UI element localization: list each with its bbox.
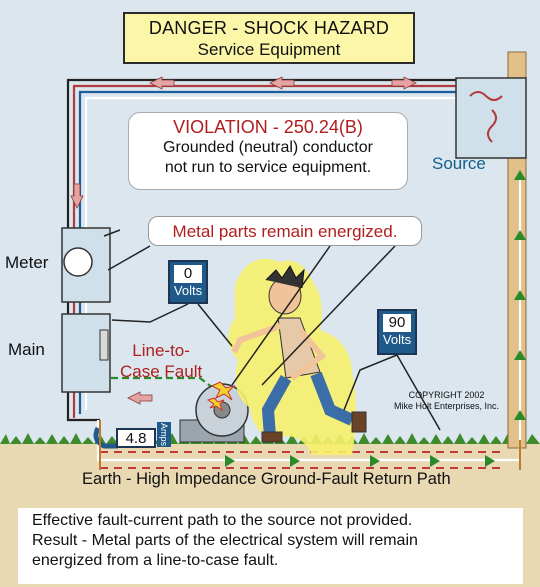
fault-spark — [206, 381, 236, 412]
meter-label: Meter — [5, 253, 49, 272]
voltmeter-left: 0 Volts — [168, 260, 208, 304]
line-to-case-label: Line-to- Case Fault — [120, 340, 202, 382]
voltmeter-right: 90 Volts — [377, 309, 417, 355]
line-to-case-line-2: Case Fault — [120, 362, 203, 381]
source-label: Source — [432, 154, 486, 173]
title-line-2: Service Equipment — [197, 40, 341, 59]
line-to-case-line-1: Line-to- — [132, 341, 190, 360]
violation-heading: VIOLATION - 250.24(B) — [173, 117, 363, 137]
violation-line-1: Grounded (neutral) conductor — [163, 139, 373, 156]
violation-line-2: not run to service equipment. — [164, 159, 372, 176]
meter-face — [63, 247, 93, 277]
transformer-coil — [469, 91, 503, 101]
ammeter-value: 4.8 — [116, 428, 156, 448]
footer-note: Effective fault-current path to the sour… — [18, 508, 523, 584]
footer-line-1: Effective fault-current path to the sour… — [32, 512, 413, 529]
ammeter-unit: Amps — [157, 422, 171, 448]
voltmeter-right-value: 90 — [383, 314, 411, 332]
ground-rods — [99, 420, 521, 470]
violation-callout: VIOLATION - 250.24(B) Grounded (neutral)… — [128, 112, 408, 190]
earth-path-label: Earth - High Impedance Ground-Fault Retu… — [82, 470, 451, 488]
current-arrows — [70, 76, 417, 405]
footer-line-3: energized from a line-to-case fault. — [32, 552, 279, 569]
main-label: Main — [8, 340, 45, 359]
voltmeter-left-unit: Volts — [173, 283, 203, 298]
voltmeter-left-value: 0 — [174, 265, 202, 283]
equipment-motor — [179, 383, 249, 443]
copyright-notice: COPYRIGHT 2002 Mike Holt Enterprises, In… — [394, 390, 499, 412]
neutral-bar — [99, 329, 109, 361]
copyright-line-1: COPYRIGHT 2002 — [408, 390, 485, 400]
footer-line-2: Result - Metal parts of the electrical s… — [32, 532, 418, 549]
title-line-1: DANGER - SHOCK HAZARD — [148, 18, 390, 38]
transformer — [455, 77, 527, 159]
voltmeter-right-unit: Volts — [382, 332, 412, 347]
transformer-coil-2 — [487, 109, 497, 143]
ammeter-clamp — [93, 426, 118, 449]
copyright-line-2: Mike Holt Enterprises, Inc. — [394, 401, 500, 411]
person — [231, 265, 367, 443]
title-banner: DANGER - SHOCK HAZARD Service Equipment — [123, 12, 415, 64]
energized-callout: Metal parts remain energized. — [148, 216, 422, 246]
